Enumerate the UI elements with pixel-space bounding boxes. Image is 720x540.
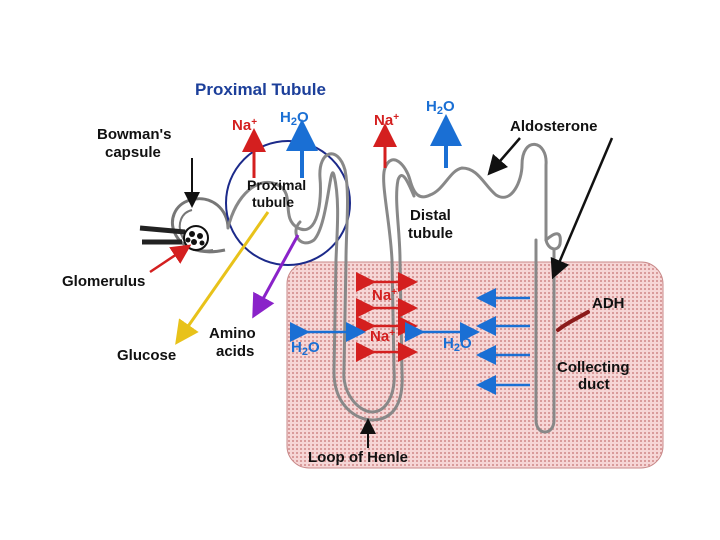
distal-tubule-label-line2: tubule	[408, 225, 453, 242]
aldosterone-arrow-1	[487, 137, 521, 176]
proximal-tubule-label-line2: tubule	[252, 194, 294, 210]
glomerulus-label: Glomerulus	[62, 273, 145, 290]
adh-label: ADH	[592, 295, 625, 312]
aldosterone-label: Aldosterone	[510, 118, 598, 135]
collecting-duct-label-line2: duct	[578, 376, 610, 393]
aldosterone-arrow-2	[550, 137, 614, 280]
glomerulus-arrow	[149, 244, 192, 274]
proximal-na-label: Na+	[232, 117, 257, 134]
bowmans-capsule-label-line2: capsule	[105, 144, 161, 161]
distal-h2o-label: H2O	[426, 98, 455, 117]
proximal-h2o-label: H2O	[280, 109, 309, 128]
distal-na-label: Na+	[374, 112, 399, 129]
glucose-label: Glucose	[117, 347, 176, 364]
adh-hook	[556, 310, 590, 332]
loop-h2o-label: H2O	[291, 339, 320, 358]
collecting-duct-label-line1: Collecting	[557, 359, 630, 376]
glucose-arrow	[175, 211, 270, 345]
amino-acids-arrow	[252, 234, 300, 319]
loop-of-henle-label: Loop of Henle	[308, 449, 408, 466]
bowmans-capsule-label-line1: Bowman's	[97, 126, 171, 143]
glomerulus	[139, 225, 209, 251]
amino-acids-label-line2: acids	[216, 343, 254, 360]
amino-acids-label-line1: Amino	[209, 325, 256, 342]
distal-h2o-exchange-label: H2O	[443, 335, 472, 354]
distal-tubule-label-line1: Distal	[410, 207, 451, 224]
proximal-tubule-label-line1: Proximal	[247, 177, 306, 193]
diagram-title: Proximal Tubule	[195, 80, 326, 99]
loop-na-label-2: Na+	[370, 328, 395, 345]
